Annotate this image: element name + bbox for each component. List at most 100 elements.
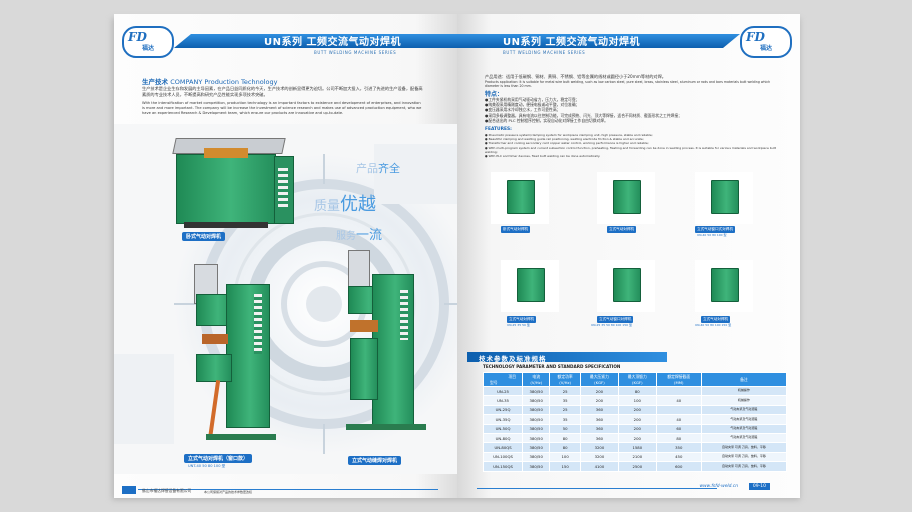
- table-cell: 自动夹紧 可调 刀具，放料，平移: [700, 461, 788, 472]
- table-cell: 200: [579, 395, 619, 406]
- table-cell: 1580: [617, 442, 657, 453]
- machine-label-3: 立式气动缝焊对焊机: [348, 456, 402, 465]
- slogan-3: 服务一流: [336, 224, 382, 243]
- logo-mark: FD: [746, 30, 765, 44]
- table-cell: 80: [549, 432, 581, 444]
- table-cell: 200: [617, 432, 657, 444]
- features-cn-list: ●工件夹紧机构采用气动驱动省力，压力大，稳定可靠； ●纯美观采用精刚度动，便接电…: [485, 97, 785, 123]
- section-title: 生产技术 COMPANY Production Technology: [142, 76, 277, 86]
- table-cell: 气动夹紧及气动顶锻: [700, 432, 788, 444]
- feature-cn-item: ●采用多级调整器，具有电流以往控制功能，可完成预热、闪光、顶大等焊接，适合不同材…: [485, 112, 682, 118]
- product-thumb: [501, 260, 559, 312]
- table-cell: 380/50: [522, 414, 551, 425]
- right-header: UN系列 工频交流气动对焊机 BUTT WELDING MACHINE SERI…: [457, 14, 800, 66]
- table-cell: 80: [655, 432, 702, 444]
- table-cell: 气动夹紧及气动顶锻: [700, 414, 788, 425]
- table-cell: 气动夹紧及气动顶锻: [700, 423, 788, 434]
- product-thumb: [597, 172, 655, 224]
- table-cell: 自动夹紧 可调 刀具，放料，平移: [700, 451, 788, 463]
- thumb-sub: UN-25 35 50 80 100 150 型: [591, 323, 632, 327]
- table-cell: 360: [579, 414, 619, 425]
- table-cell: 80: [617, 385, 657, 397]
- feature-en-item: ● With PLC and timer devices, fixed butt…: [485, 154, 601, 159]
- table-cell: 35: [549, 414, 581, 425]
- section-title-en: COMPANY Production Technology: [170, 78, 278, 86]
- feature-cn-item: ●配合送出的 PLC 控制程序控制，实现自动化对焊接工作自由切换对焊。: [485, 117, 608, 123]
- thumb-sub: UN-40 50 80 100 150 型: [695, 323, 732, 327]
- table-cell: 3200: [579, 451, 619, 463]
- table-cell: 200: [579, 385, 619, 397]
- product-thumb: [491, 172, 549, 224]
- left-footer-line: [138, 489, 438, 490]
- table-cell: 机械操作: [700, 385, 788, 397]
- header-subtitle: BUTT WELDING MACHINE SERIES: [314, 50, 397, 55]
- thumb-label: 立式气动窗口式对焊机: [695, 226, 735, 233]
- spec-table: 项目型号 电流(V/Hz) 额定功率(V/Hz) 最大压紧力(KGF) 最大顶锻…: [482, 372, 788, 472]
- header-bar: [174, 34, 457, 48]
- page-number: 09-10: [748, 483, 770, 490]
- features-en-list: ● Pneumatic pressure system/clamping sys…: [485, 133, 785, 158]
- table-cell: 600: [655, 461, 702, 472]
- thumb-label: 立式气动窗口对焊机: [597, 316, 634, 323]
- table-cell: 380/50: [522, 395, 551, 406]
- header-title: UN系列 工频交流气动对焊机: [264, 37, 401, 48]
- left-header: FD 福达 UN系列 工频交流气动对焊机 BUTT WELDING MACHIN…: [114, 14, 457, 66]
- slogan-3-em: 一流: [356, 228, 383, 243]
- spec-title: 技术参数及标准规格: [479, 355, 547, 363]
- table-cell: 380/50: [522, 461, 551, 472]
- table-cell: [655, 404, 702, 416]
- table-cell: 350: [655, 442, 702, 453]
- table-cell: 2500: [617, 461, 657, 472]
- header-title: UN系列 工频交流气动对焊机: [503, 37, 640, 48]
- table-cell: 360: [579, 404, 619, 416]
- table-cell: 380/50: [522, 404, 551, 416]
- logo-cn-text: 福达: [760, 45, 773, 52]
- table-cell: UN-35Q: [482, 414, 524, 425]
- table-cell: 60: [655, 423, 702, 434]
- col-header: 备注: [700, 372, 788, 387]
- usage-cn: 产品用途：适用于低碳钢、铜材、黄铜、不锈钢、铝等金属的线材或圆径小于20mm等材…: [485, 74, 666, 79]
- slogan-2-em: 优越: [340, 194, 377, 215]
- table-cell: 200: [617, 404, 657, 416]
- table-cell: 3200: [579, 442, 619, 453]
- col-header: 电流(V/Hz): [522, 372, 551, 387]
- table-cell: UN-25: [482, 385, 524, 397]
- col-header: 最大顶锻力(KGF): [617, 372, 657, 387]
- table-cell: 35: [549, 395, 581, 406]
- table-cell: 380/50: [522, 451, 551, 463]
- slogan-2-pre: 质量: [314, 199, 341, 214]
- table-cell: 机械操作: [700, 395, 788, 406]
- logo-cn-text: 福达: [142, 45, 155, 52]
- section-title-cn: 生产技术: [142, 78, 168, 86]
- table-cell: 380/50: [522, 385, 551, 397]
- slogan-1-pre: 产品: [356, 162, 378, 175]
- table-cell: 50: [549, 423, 581, 434]
- table-cell: 100: [617, 395, 657, 406]
- hero-graphic: 产品齐全 质量优越 服务一流 卧式气动对焊机 立式: [114, 124, 457, 474]
- table-cell: 2100: [617, 451, 657, 463]
- col-header: 项目型号: [482, 372, 524, 387]
- feature-cn-item: ●工件夹紧机构采用气动驱动省力，压力大，稳定可靠；: [485, 97, 580, 102]
- table-cell: 200: [617, 423, 657, 434]
- website-url: www.fsfd-weld.cn: [699, 484, 738, 489]
- footer-note: 本公司保留对产品的技术参数更改权: [204, 490, 253, 494]
- feature-cn-item: ●纯美观采用精刚度动，便接电极或动平整，对位准确；: [485, 102, 580, 108]
- features-en-title: FEATURES:: [485, 127, 512, 132]
- table-cell: 气动夹紧及气动顶锻: [700, 404, 788, 416]
- header-bar: [457, 34, 740, 48]
- table-cell: 380/50: [522, 442, 551, 453]
- header-subtitle: BUTT WELDING MACHINE SERIES: [503, 50, 586, 55]
- left-footer-tab: [122, 486, 136, 494]
- table-cell: 40: [655, 414, 702, 425]
- logo-mark: FD: [128, 30, 147, 44]
- machine-label-2-sub: UNT-40 50 80 100 型: [188, 464, 226, 468]
- slogan-1: 产品齐全: [356, 160, 400, 176]
- table-cell: 380/50: [522, 432, 551, 444]
- feature-en-item: ● Pneumatic pressure system/clamping sys…: [485, 133, 653, 137]
